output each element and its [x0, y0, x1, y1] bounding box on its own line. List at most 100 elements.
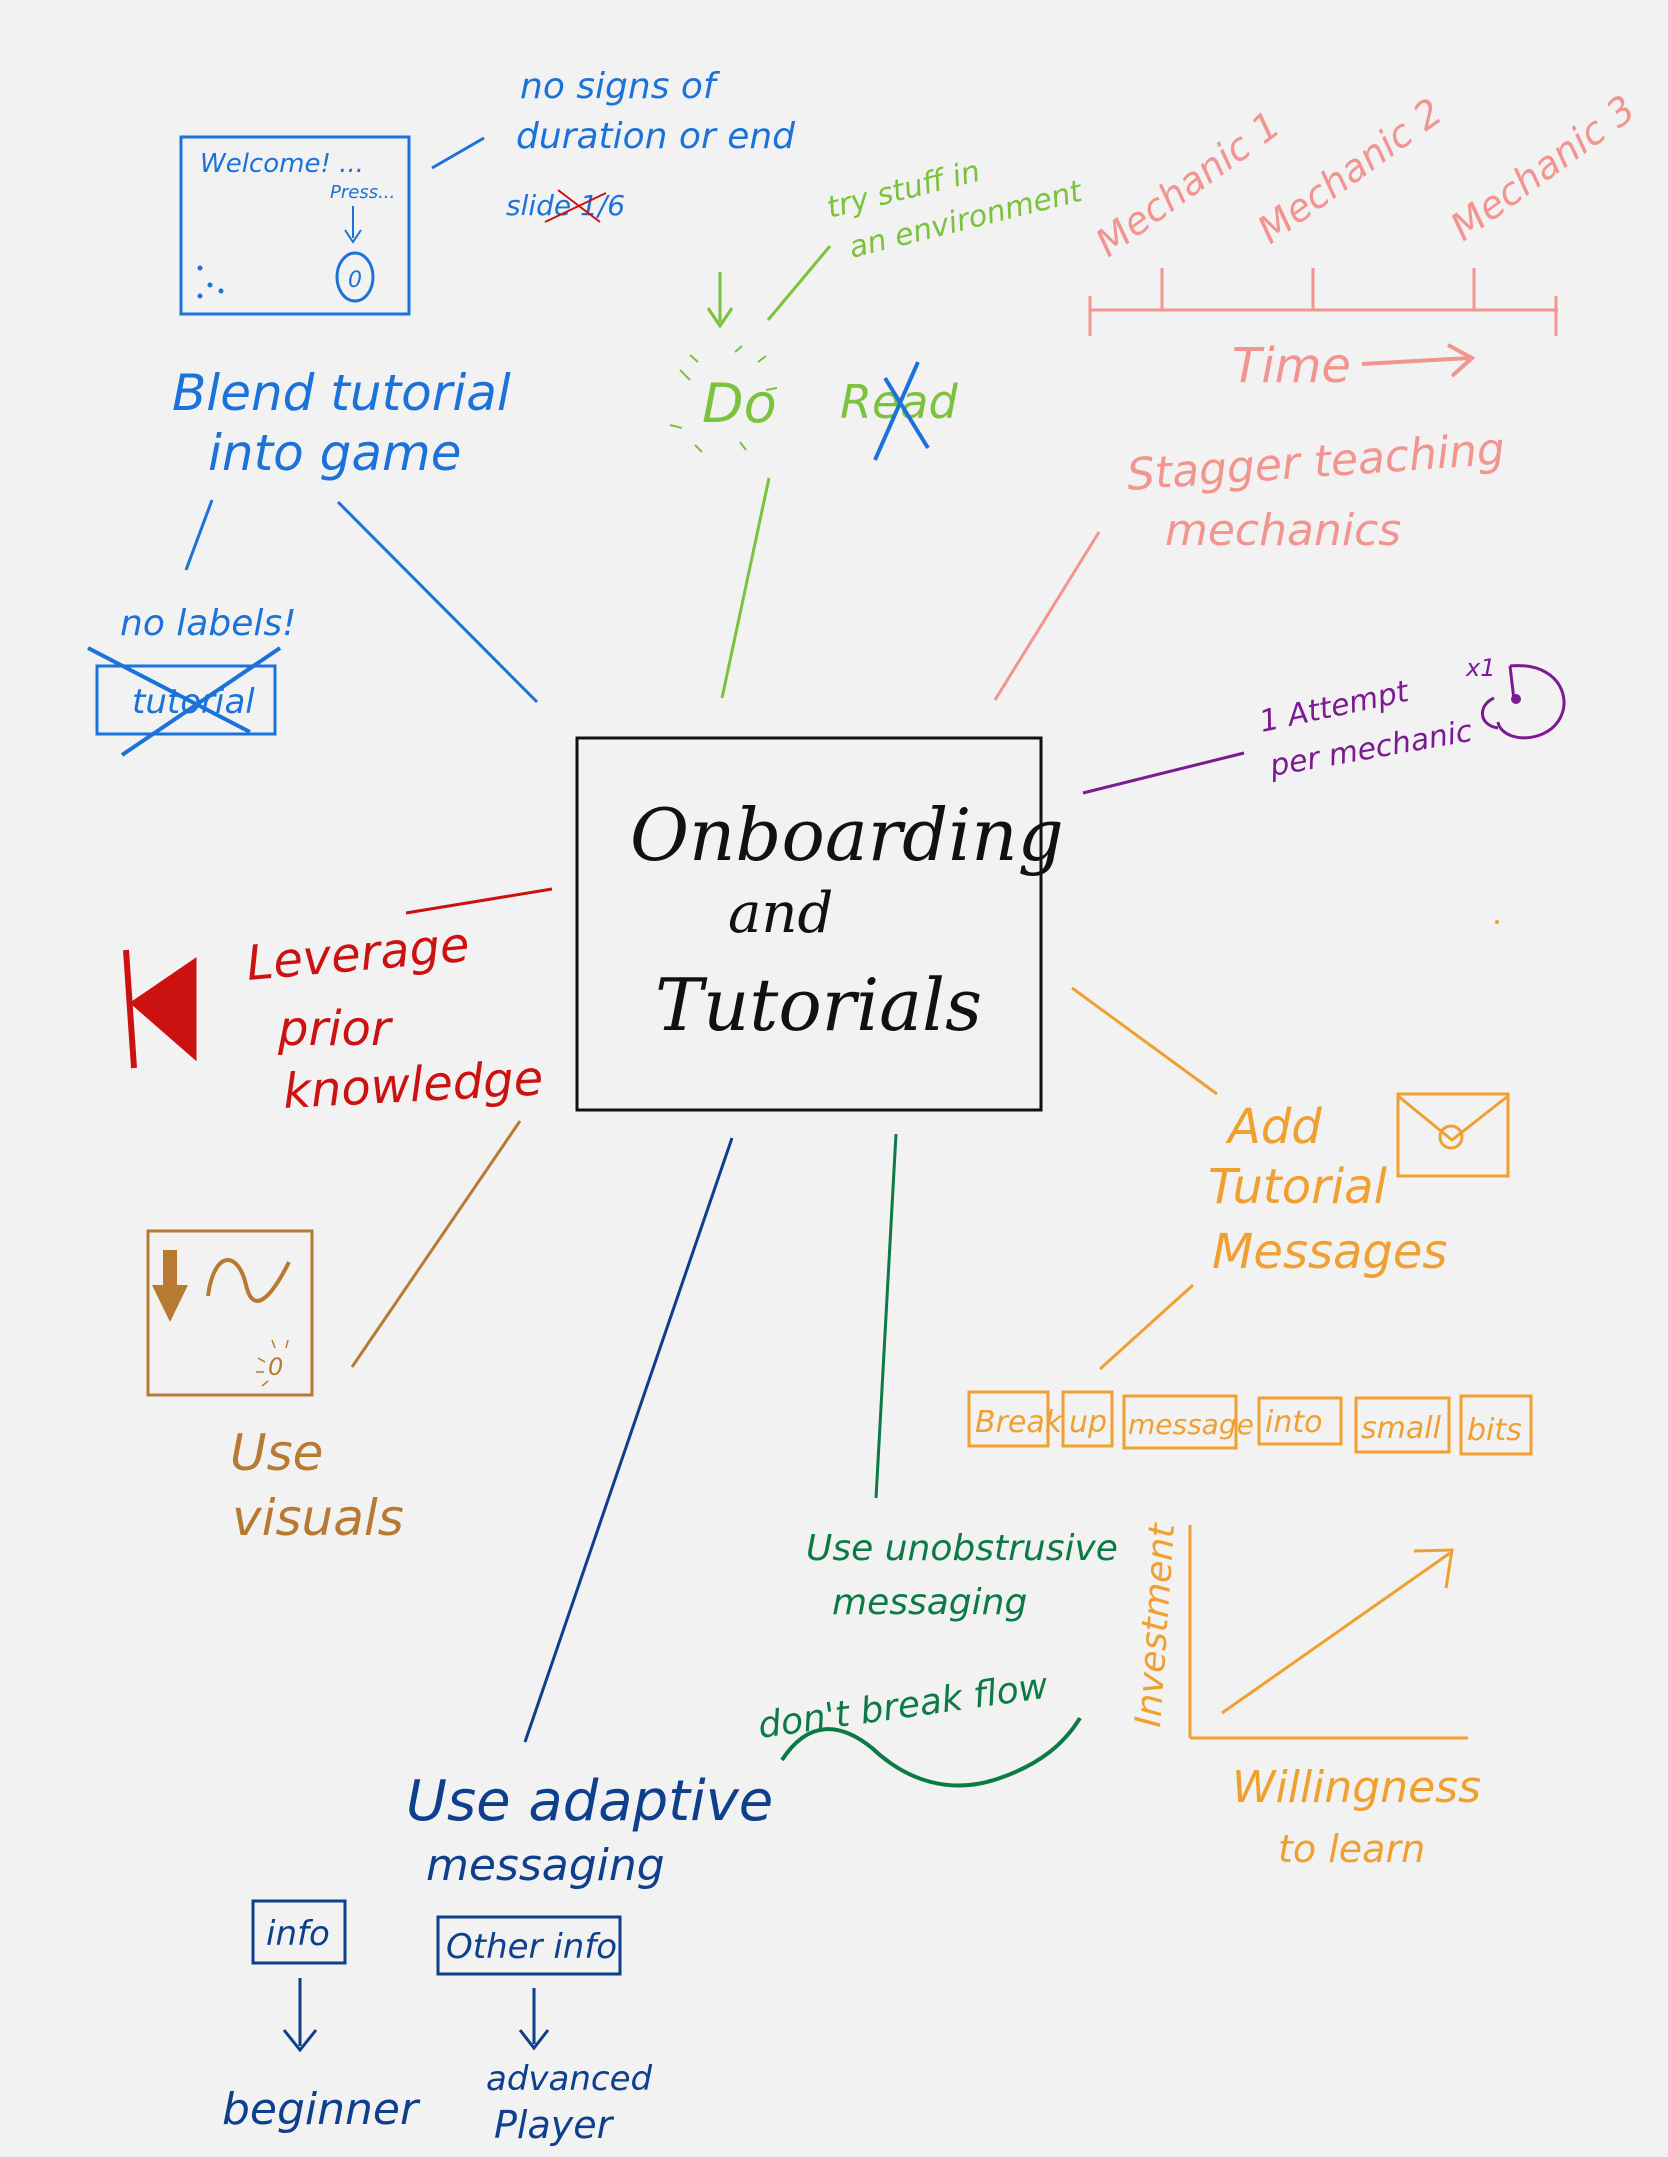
adaptive-line1: Use adaptive — [406, 1769, 773, 1834]
envelope-seal — [1438, 1124, 1464, 1150]
adaptive-branch: Use adaptive messaging info Other info b… — [222, 1137, 773, 2147]
bit-box-4 — [1257, 1396, 1343, 1446]
bit-box-3 — [1122, 1394, 1238, 1450]
connector-adaptive — [523, 1137, 734, 1743]
messages-line3: Messages — [1212, 1224, 1447, 1280]
slide-cross-b — [557, 189, 601, 223]
leverage-line3: knowledge — [282, 1050, 545, 1120]
no-labels-text: no labels! — [120, 603, 297, 644]
connector-stagger — [993, 531, 1101, 701]
visuals-frame — [146, 1229, 314, 1397]
connector-unobtrusive — [874, 1133, 898, 1499]
leverage-line1: Leverage — [244, 917, 471, 992]
bit-text-6: bits — [1467, 1413, 1522, 1448]
unobtrusive-line2: messaging — [832, 1582, 1027, 1623]
dot-4 — [197, 293, 203, 299]
dot-3 — [218, 288, 224, 294]
envelope-icon — [1396, 1092, 1510, 1178]
game-button-glyph: 0 — [348, 268, 362, 293]
info-box-text: info — [266, 1914, 330, 1954]
messages-line1: Add — [1225, 1099, 1322, 1155]
do-read-branch: try stuff in an environment Do Read — [669, 154, 1087, 699]
leverage-line2: prior — [277, 1001, 394, 1057]
center-title-line1: Onboarding — [630, 793, 1064, 877]
connector-labels — [184, 499, 214, 571]
messages-line2: Tutorial — [1208, 1159, 1388, 1215]
info-arrow-head — [282, 2029, 318, 2053]
do-text: Do — [702, 372, 777, 435]
note-line1: no signs of — [520, 66, 721, 107]
retry-arrow — [1481, 696, 1499, 730]
mechanic-1-label: Mechanic 1 — [1087, 103, 1288, 266]
leverage-branch: Leverage prior knowledge — [123, 887, 553, 1120]
other-info-arrow-head — [518, 2029, 550, 2051]
visuals-branch: 0 Use visuals — [146, 1120, 522, 1547]
center-node: Onboarding and Tutorials — [575, 736, 1064, 1112]
bit-text-1: Break — [975, 1405, 1064, 1440]
visuals-sparkle — [256, 1339, 289, 1387]
envelope-flap — [1397, 1094, 1509, 1142]
unobtrusive-line1: Use unobstrusive — [806, 1528, 1118, 1569]
bit-text-2: up — [1069, 1405, 1107, 1440]
beginner-label: beginner — [222, 2084, 421, 2135]
skip-back-icon — [129, 957, 197, 1062]
connector-do — [720, 477, 771, 699]
adaptive-line2: messaging — [426, 1840, 665, 1891]
slide-cross-a — [544, 192, 607, 223]
flow-text: don't break flow — [756, 1666, 1051, 1747]
blend-tutorial-branch: Welcome! ... Press... 0 no signs of dura… — [87, 66, 796, 757]
connector-visuals — [350, 1120, 522, 1368]
game-screen-sketch — [179, 135, 411, 316]
bit-box-2 — [1061, 1390, 1114, 1448]
stagger-title-line2: mechanics — [1165, 505, 1401, 556]
advanced-label: advanced — [486, 2059, 653, 2099]
player-label: Player — [494, 2103, 615, 2147]
bit-box-6 — [1459, 1394, 1533, 1456]
time-arrow-head — [1447, 343, 1476, 378]
blend-title-line1: Blend tutorial — [172, 364, 511, 422]
one-shot-dot — [1511, 694, 1521, 704]
do-arrow-head — [706, 307, 734, 329]
skip-back-bar — [123, 949, 137, 1069]
connector-bits — [1098, 1283, 1195, 1371]
connector-try — [766, 245, 832, 321]
attempt-branch: 1 Attempt per mechanic x1 — [1082, 654, 1566, 795]
down-arrow-icon — [152, 1250, 188, 1322]
center-title-line3: Tutorials — [655, 963, 982, 1047]
bit-text-4: into — [1265, 1405, 1322, 1440]
visuals-line1: Use — [230, 1424, 323, 1482]
tutorial-cross-b — [120, 646, 282, 757]
unobtrusive-branch: Use unobstrusive messaging don't break f… — [756, 1133, 1118, 1788]
mechanic-2-label: Mechanic 2 — [1249, 90, 1450, 253]
blend-title-line2: into game — [208, 424, 462, 482]
tutorial-label-box — [95, 664, 277, 736]
connector-note — [431, 136, 485, 170]
center-title-line2: and — [728, 881, 833, 946]
wave-icon — [206, 1258, 291, 1303]
investment-graph: Investment Willingness to learn — [1128, 1520, 1481, 1871]
tutorial-cross-a — [87, 646, 251, 734]
bit-box-1 — [967, 1390, 1050, 1448]
time-label: Time — [1232, 338, 1351, 394]
press-arrow-head — [344, 229, 362, 244]
connector-blend — [336, 500, 539, 704]
visuals-line2: visuals — [232, 1489, 404, 1547]
bit-text-5: small — [1361, 1411, 1442, 1446]
dot-2 — [207, 282, 213, 288]
connector-attempt — [1082, 751, 1245, 795]
visuals-glyph: 0 — [268, 1353, 283, 1381]
game-button-icon — [335, 251, 375, 303]
center-box — [575, 736, 1043, 1112]
read-cross-a — [883, 376, 930, 450]
graph-y-label: Investment — [1128, 1520, 1183, 1728]
read-cross-b — [873, 361, 920, 461]
do-sparkle — [669, 345, 778, 453]
connector-leverage — [405, 887, 553, 915]
time-arrow — [1361, 356, 1471, 366]
graph-trend-line — [1221, 1551, 1451, 1715]
dot-1 — [197, 265, 203, 271]
bit-box-5 — [1354, 1396, 1451, 1454]
welcome-text: Welcome! ... — [200, 149, 364, 179]
one-shot-stem — [1508, 665, 1516, 701]
